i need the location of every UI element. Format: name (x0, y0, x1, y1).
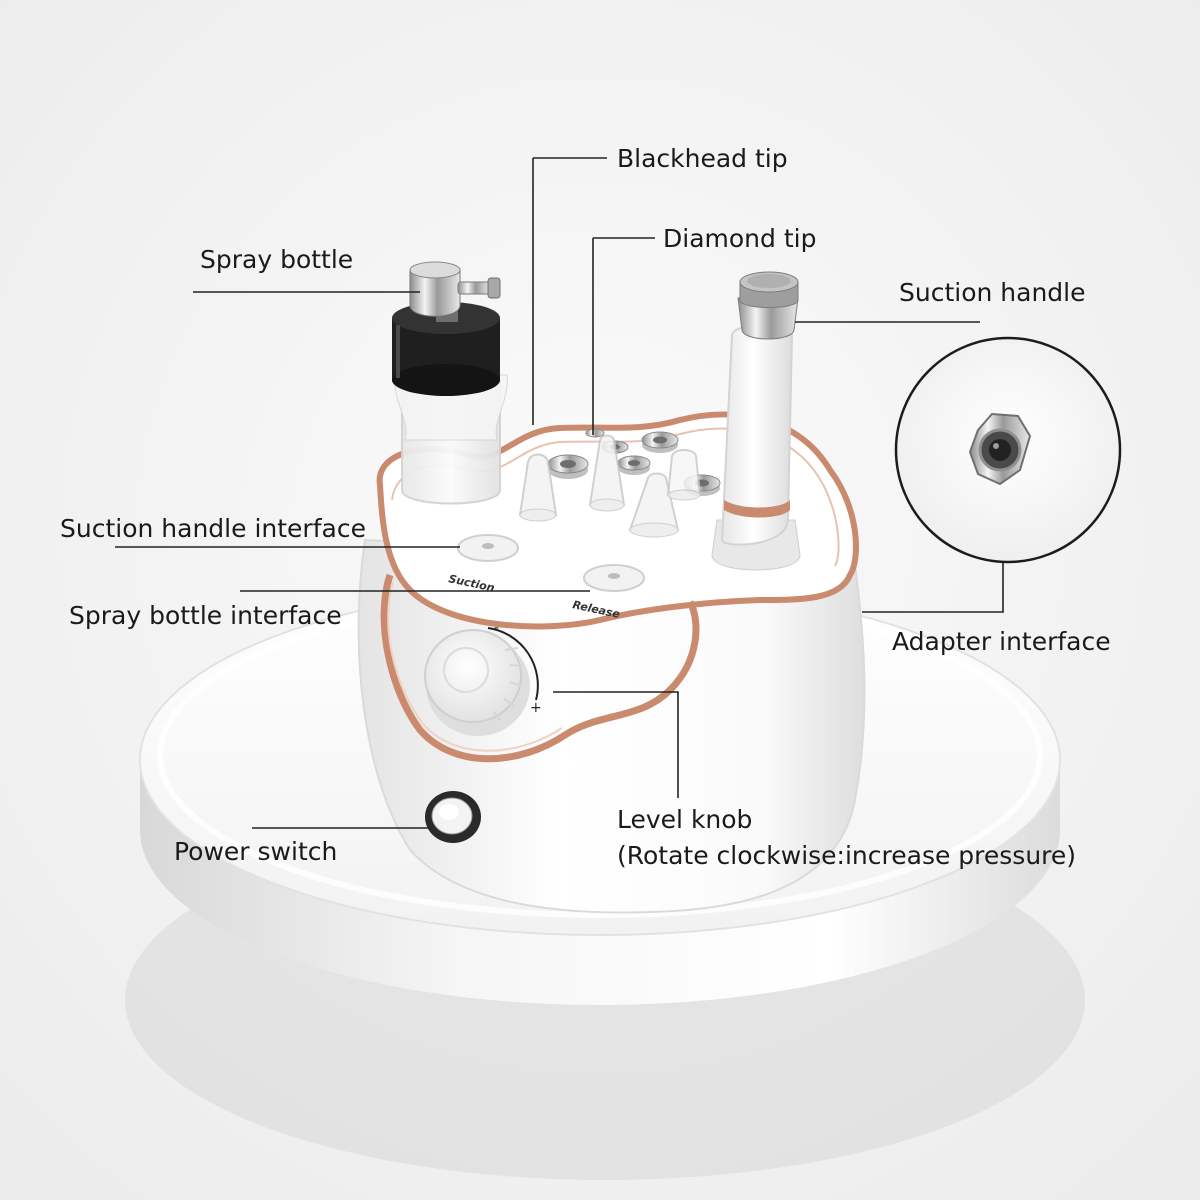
leader-adapter (862, 562, 1004, 613)
leader-lines (115, 157, 1004, 829)
blackhead-tip-3 (628, 472, 680, 538)
diamond-tip-1 (547, 454, 589, 479)
label-level-knob: Level knob (617, 805, 753, 834)
label-level-knob-note: (Rotate clockwise:increase pressure) (617, 841, 1077, 870)
dial-minus-mark: - (494, 620, 499, 636)
power-switch (425, 791, 481, 843)
tips-group (518, 428, 721, 538)
blackhead-tip-4 (666, 449, 702, 501)
label-adapter-interface: Adapter interface (892, 627, 1111, 656)
suction-handle (711, 271, 801, 571)
label-blackhead-tip: Blackhead tip (617, 144, 788, 173)
label-power-switch: Power switch (174, 837, 338, 866)
label-suction-handle: Suction handle (899, 278, 1086, 307)
dial-plus-mark: + (530, 700, 542, 716)
spray-bottle (392, 261, 508, 505)
level-knob: + - (424, 620, 542, 736)
blackhead-tip-1 (518, 453, 558, 522)
label-diamond-tip: Diamond tip (663, 224, 817, 253)
blackhead-tip-2 (588, 434, 626, 512)
label-spray-bottle-interface: Spray bottle interface (69, 601, 342, 630)
adapter-interface-zoom (894, 336, 1122, 564)
diamond-tip-6 (585, 428, 605, 438)
label-spray-bottle: Spray bottle (200, 245, 354, 274)
diamond-tip-2 (641, 431, 679, 453)
label-suction-handle-interface: Suction handle interface (60, 514, 366, 543)
diamond-tip-3 (617, 455, 651, 475)
leader-level-knob (553, 691, 679, 798)
rose-gold-trim (380, 573, 700, 763)
